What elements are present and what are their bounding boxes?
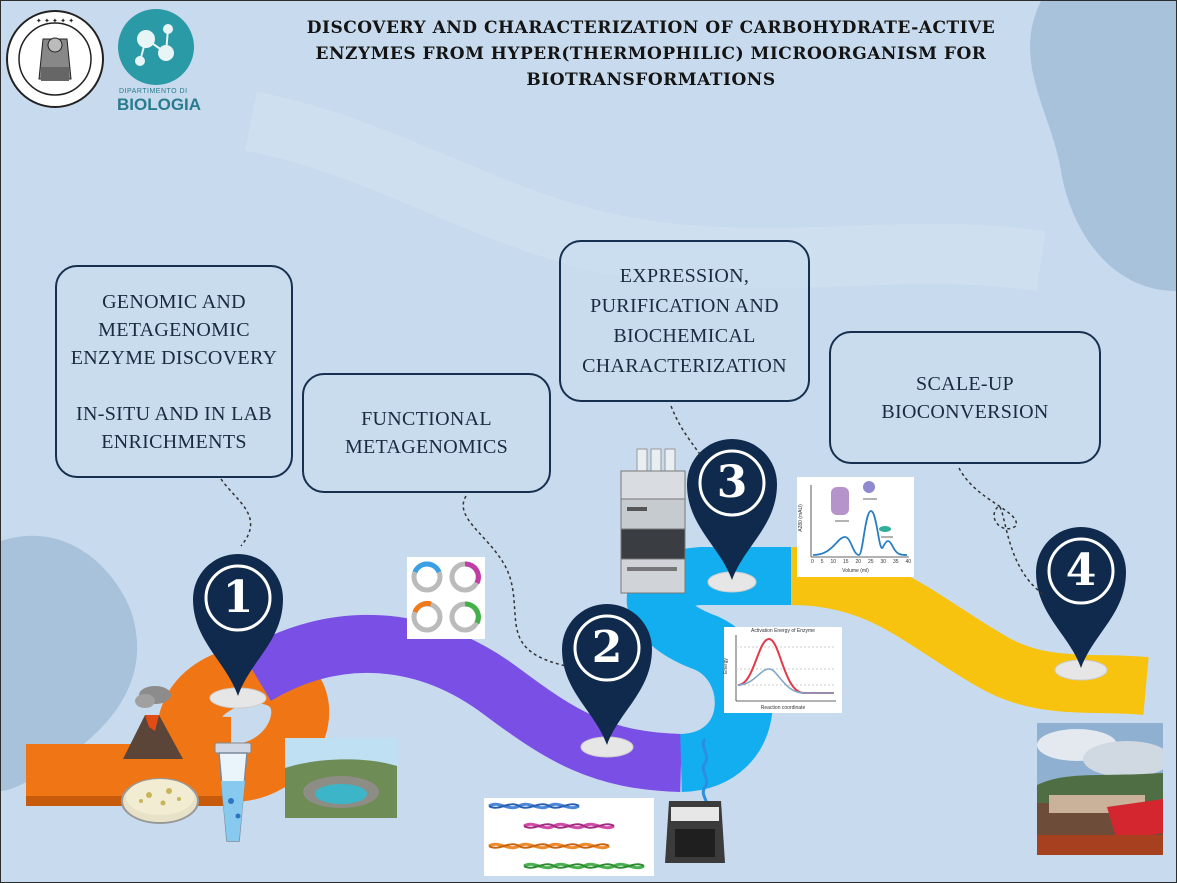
title-line-2: ENZYMES FROM HYPER(THERMOPHILIC) MICROOR… xyxy=(315,44,987,64)
tick-label: 30 xyxy=(880,559,886,565)
step-3-line-2: PURIFICATION AND xyxy=(590,295,779,317)
step-1-line-6: ENRICHMENTS xyxy=(101,430,247,453)
title-line-3: BIOTRANSFORMATIONS xyxy=(526,70,776,90)
department-small-label: DIPARTIMENTO DI xyxy=(119,88,188,95)
step-1-line-2: METAGENOMIC xyxy=(98,318,250,341)
step-3-line-3: BIOCHEMICAL xyxy=(613,325,756,347)
svg-text:✦ ✦ ✦ ✦ ✦: ✦ ✦ ✦ ✦ ✦ xyxy=(36,17,74,25)
dna-strands-icon xyxy=(484,798,654,876)
plasmid-icon xyxy=(407,557,485,639)
sequencer-icon xyxy=(665,738,725,863)
department-big-label: BIOLOGIA xyxy=(117,95,202,114)
step-1-pin-icon xyxy=(193,554,283,696)
crater-lake-icon xyxy=(285,738,397,818)
hplc-instrument-icon xyxy=(620,448,686,594)
step-3-pin-icon xyxy=(687,439,777,580)
energy-plot-title: Activation Energy of Enzyme xyxy=(751,628,815,634)
tick-label: 25 xyxy=(867,559,874,565)
energy-curves xyxy=(735,635,836,702)
step-4-pin-icon xyxy=(1036,527,1126,668)
tick-label: 35 xyxy=(892,559,899,565)
step-1-line-5: IN-SITU AND IN LAB xyxy=(76,402,272,425)
step-3-line-4: CHARACTERIZATION xyxy=(582,355,787,377)
step-4-number: 4 xyxy=(1065,545,1097,596)
tick-label: 0 xyxy=(811,559,814,565)
tick-label: 10 xyxy=(830,559,836,565)
step-1-line-1: GENOMIC AND xyxy=(102,290,246,313)
step-2-number: 2 xyxy=(591,622,623,673)
chromatogram-ylabel: A280 (mAU) xyxy=(797,504,804,532)
step-2-line-1: FUNCTIONAL xyxy=(361,408,492,430)
tick-label: 5 xyxy=(820,559,824,565)
step-3-box: EXPRESSION, PURIFICATION AND BIOCHEMICAL… xyxy=(559,240,810,402)
volcano-icon xyxy=(123,686,183,759)
step-4-box: SCALE-UP BIOCONVERSION xyxy=(829,331,1101,464)
chromatogram-xlabel: Volume (ml) xyxy=(842,568,869,574)
tick-label: 15 xyxy=(842,559,849,565)
title-line-1: DISCOVERY AND CHARACTERIZATION OF CARBOH… xyxy=(306,18,996,38)
tick-label: 20 xyxy=(855,559,861,565)
chromatogram-curve xyxy=(810,481,909,558)
department-logo-icon xyxy=(118,9,194,85)
step-4-line-1: SCALE-UP xyxy=(916,372,1014,395)
step-2-pin-icon xyxy=(562,604,652,745)
petri-dish-icon xyxy=(121,778,199,824)
energy-plot: Activation Energy of Enzyme Energy React… xyxy=(723,627,842,713)
chromatogram-ticks: 0 5 10 15 20 25 30 35 40 xyxy=(811,559,911,565)
step-1-line-3: ENZYME DISCOVERY xyxy=(70,346,278,369)
seal-icon: ✦ ✦ ✦ ✦ ✦ xyxy=(6,10,104,108)
energy-plot-xlabel: Reaction coordinate xyxy=(760,705,806,711)
step-4-line-2: BIOCONVERSION xyxy=(881,400,1049,423)
step-1-number: 1 xyxy=(222,572,254,623)
building-photo-icon xyxy=(1037,723,1163,855)
test-tube-icon xyxy=(214,742,252,842)
page-title: DISCOVERY AND CHARACTERIZATION OF CARBOH… xyxy=(251,15,1051,93)
step-1-box: GENOMIC AND METAGENOMIC ENZYME DISCOVERY… xyxy=(55,265,293,478)
chromatogram-plot: A280 (mAU) 0 5 10 15 20 25 30 35 40 Volu… xyxy=(797,477,914,577)
step-3-line-1: EXPRESSION, xyxy=(619,265,750,287)
step-2-line-2: METAGENOMICS xyxy=(344,436,509,458)
tick-label: 40 xyxy=(905,559,911,565)
step-3-number: 3 xyxy=(716,457,748,508)
step-2-box: FUNCTIONAL METAGENOMICS xyxy=(302,373,551,493)
